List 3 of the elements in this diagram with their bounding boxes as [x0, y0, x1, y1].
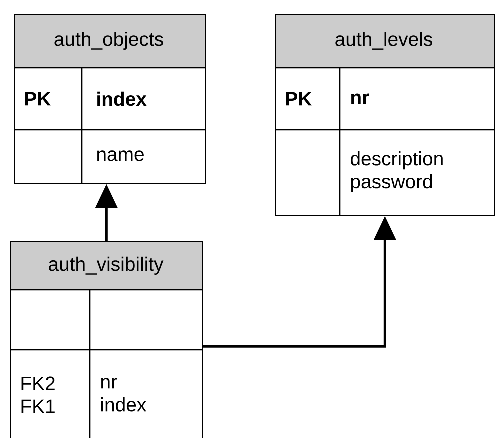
- table: auth_objects PK index name: [14, 14, 206, 184]
- table: auth_visibility FK2 FK1 nr index: [10, 240, 204, 438]
- table: auth_levels PK nr description password: [275, 14, 495, 216]
